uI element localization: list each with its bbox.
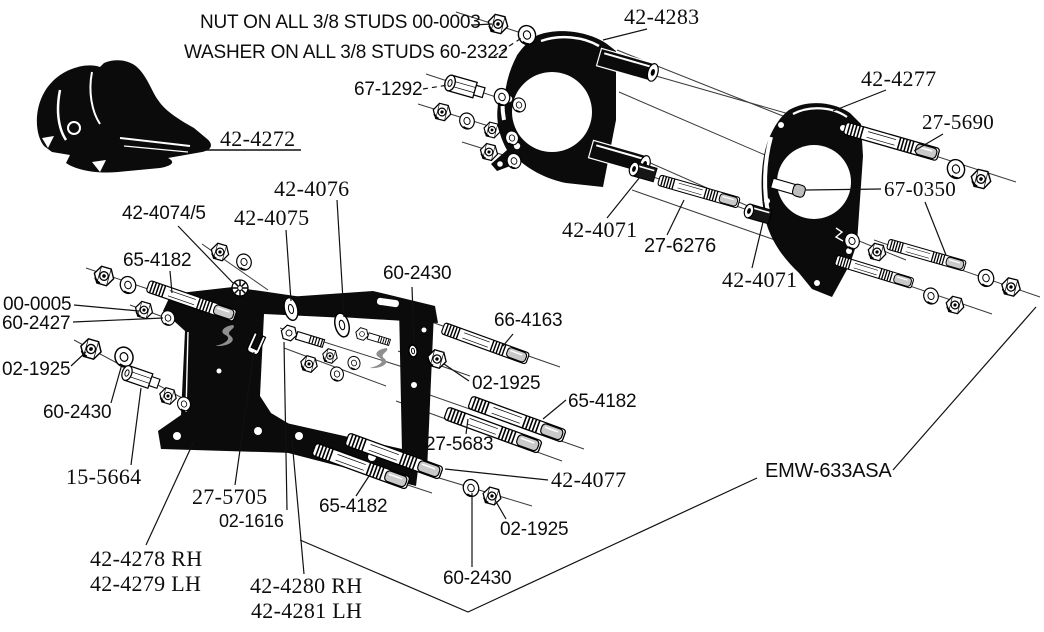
assembly-callout-right — [892, 306, 1037, 471]
washer-icon — [920, 285, 942, 307]
nut-icon — [320, 346, 340, 366]
bolt-icon — [353, 326, 392, 349]
nut-02-1925-icon — [480, 484, 504, 508]
nut-02-1925-icon — [77, 336, 105, 362]
washer-icon — [975, 266, 997, 290]
washer-60-2430-icon — [460, 476, 482, 500]
leader-lines — [70, 23, 1037, 613]
washer-icon — [345, 354, 363, 372]
washer-60-2430-icon — [111, 343, 137, 371]
nut-icon — [998, 275, 1024, 299]
washer-icon — [117, 273, 139, 297]
nut-icon — [208, 241, 232, 263]
nut-icon — [477, 141, 501, 163]
washer-icon — [456, 110, 478, 132]
spacer-67-1292-icon — [442, 73, 487, 101]
bolt-02-1616-icon — [278, 323, 327, 351]
rear-mount-plate-42-4277 — [761, 103, 863, 297]
stud-67-0350-icon — [885, 238, 967, 272]
nut-00-0005-icon — [132, 299, 156, 321]
washer-icon — [944, 156, 968, 182]
nut-icon — [90, 263, 118, 289]
stud-66-4163-icon — [440, 321, 531, 365]
nut-icon — [943, 294, 967, 316]
front-mount-plate-42-4283 — [491, 31, 662, 187]
spacer-15-5664-icon — [119, 363, 162, 392]
mount-bracket-42-4272 — [36, 60, 211, 173]
nut-icon — [430, 101, 454, 123]
nut-icon — [968, 167, 994, 191]
assembly-callout-left — [299, 477, 758, 613]
nut-icon — [297, 353, 321, 375]
washer-icon — [328, 364, 346, 384]
nut-icon — [156, 385, 180, 407]
lock-washer-42-4074-icon — [231, 279, 249, 297]
